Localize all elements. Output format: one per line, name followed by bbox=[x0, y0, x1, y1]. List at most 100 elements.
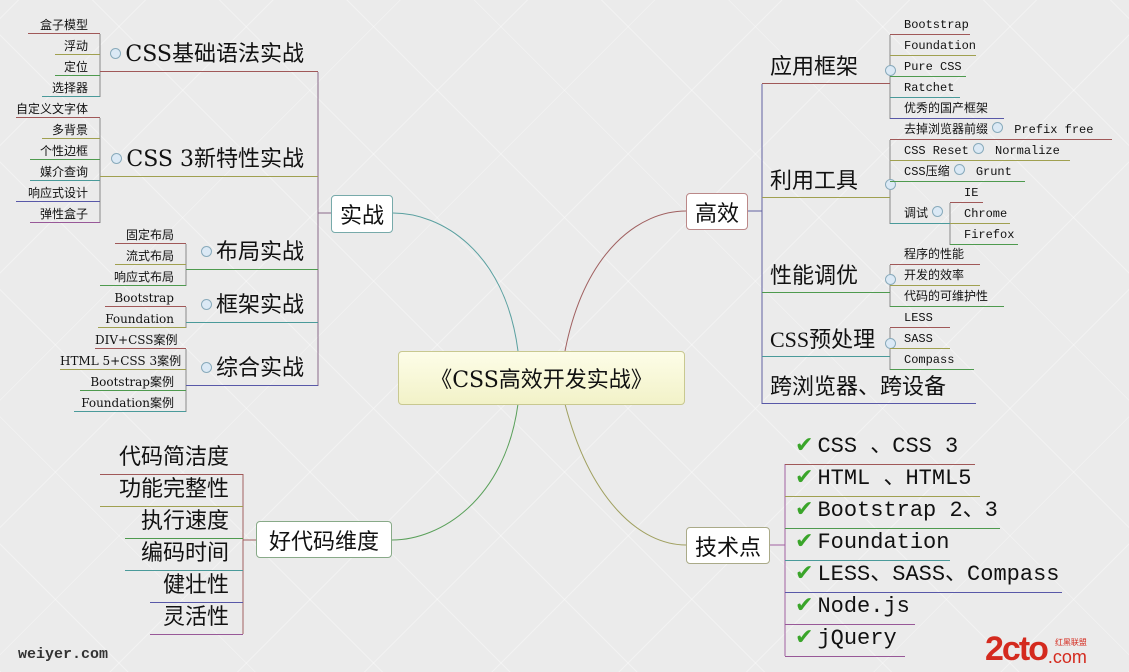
leaf[interactable]: HTML 5+CSS 3案例 bbox=[60, 355, 186, 370]
topic-label: 技术点 bbox=[694, 535, 761, 561]
leaf[interactable]: 流式布局 bbox=[115, 250, 186, 265]
leaf[interactable]: 优秀的国产框架 bbox=[890, 103, 1004, 119]
leaf[interactable]: 灵活性 bbox=[150, 607, 243, 635]
central-topic[interactable]: 《CSS高效开发实战》 bbox=[398, 351, 685, 405]
leaf[interactable]: 开发的效率 bbox=[890, 270, 980, 286]
logo-2cto: 2cto 红黑联盟 .com bbox=[985, 632, 1087, 666]
leaf[interactable]: ✔Node.js bbox=[785, 595, 915, 625]
collapse-icon[interactable] bbox=[953, 164, 965, 176]
collapse-icon[interactable] bbox=[992, 122, 1004, 134]
logo-suffix: .com bbox=[1047, 647, 1087, 667]
leaf[interactable]: Ratchet bbox=[890, 82, 960, 98]
topic-good-code[interactable]: 好代码维度 bbox=[256, 521, 392, 558]
leaf[interactable]: Bootstrap bbox=[890, 19, 970, 35]
topic-gaoxiao[interactable]: 高效 bbox=[686, 193, 748, 230]
leaf[interactable]: 固定布局 bbox=[115, 229, 186, 244]
leaf-label: CSS Reset bbox=[904, 144, 969, 158]
subtopic[interactable]: CSS 3新特性实战 bbox=[100, 149, 318, 177]
leaf[interactable]: 去掉浏览器前缀 Prefix free bbox=[890, 122, 1112, 140]
leaf[interactable]: 执行速度 bbox=[125, 511, 243, 539]
checkmark-icon: ✔ bbox=[795, 465, 814, 490]
leaf[interactable]: ✔HTML 、HTML5 bbox=[785, 467, 980, 497]
subtopic-label: 利用工具 bbox=[770, 168, 859, 193]
subtopic[interactable]: 利用工具 bbox=[762, 168, 896, 198]
collapse-icon[interactable] bbox=[885, 179, 896, 190]
collapse-icon[interactable] bbox=[200, 298, 212, 310]
leaf[interactable]: Foundation案例 bbox=[74, 397, 186, 412]
subtopic[interactable]: 应用框架 bbox=[762, 56, 896, 84]
collapse-icon[interactable] bbox=[972, 143, 984, 155]
subtopic[interactable]: CSS基础语法实战 bbox=[100, 44, 318, 72]
leaf[interactable]: ✔Foundation bbox=[785, 531, 950, 561]
subtopic[interactable]: 跨浏览器、跨设备 bbox=[762, 376, 976, 404]
leaf[interactable]: 自定义文字体 bbox=[16, 103, 100, 118]
leaf[interactable]: CSS压缩 Grunt bbox=[890, 164, 1025, 182]
leaf-label: jQuery bbox=[817, 626, 897, 651]
subtopic[interactable]: 综合实战 bbox=[186, 358, 318, 386]
leaf[interactable]: IE bbox=[950, 187, 983, 203]
subtopic[interactable]: 布局实战 bbox=[186, 242, 318, 270]
leaf[interactable]: 程序的性能 bbox=[890, 249, 980, 265]
topic-label: 实战 bbox=[339, 204, 384, 229]
subtopic-label: 布局实战 bbox=[215, 240, 304, 265]
leaf-label: 去掉浏览器前缀 bbox=[904, 123, 989, 137]
checkmark-icon: ✔ bbox=[795, 625, 814, 650]
leaf[interactable]: 定位 bbox=[55, 61, 100, 76]
checkmark-icon: ✔ bbox=[795, 593, 814, 618]
leaf[interactable]: LESS bbox=[890, 312, 950, 328]
leaf[interactable]: Chrome bbox=[950, 208, 1010, 224]
leaf-label: Node.js bbox=[817, 594, 910, 619]
leaf[interactable]: DIV+CSS案例 bbox=[95, 334, 186, 349]
leaf[interactable]: SASS bbox=[890, 333, 950, 349]
leaf[interactable]: 响应式布局 bbox=[100, 271, 186, 286]
leaf[interactable]: 个性边框 bbox=[30, 145, 100, 160]
leaf[interactable]: 选择器 bbox=[42, 82, 100, 97]
leaf[interactable]: Compass bbox=[890, 354, 974, 370]
leaf-child[interactable]: Prefix free bbox=[1014, 123, 1094, 137]
topic-shizhan[interactable]: 实战 bbox=[331, 195, 393, 233]
leaf[interactable]: 编码时间 bbox=[125, 543, 243, 571]
leaf[interactable]: Foundation bbox=[98, 313, 186, 328]
leaf[interactable]: Pure CSS bbox=[890, 61, 966, 77]
collapse-icon[interactable] bbox=[110, 47, 122, 59]
leaf[interactable]: 弹性盒子 bbox=[30, 208, 100, 223]
leaf[interactable]: 健壮性 bbox=[150, 575, 243, 603]
leaf[interactable]: 媒介查询 bbox=[30, 166, 100, 181]
leaf[interactable]: Bootstrap案例 bbox=[80, 376, 186, 391]
leaf-child[interactable]: Grunt bbox=[975, 165, 1012, 179]
subtopic[interactable]: CSS预处理 bbox=[762, 329, 896, 357]
topic-label: 好代码维度 bbox=[268, 529, 379, 555]
leaf[interactable]: ✔jQuery bbox=[785, 627, 905, 657]
subtopic-label: 跨浏览器、跨设备 bbox=[770, 374, 947, 399]
collapse-icon[interactable] bbox=[885, 65, 896, 76]
collapse-icon[interactable] bbox=[885, 274, 896, 285]
topic-tech-points[interactable]: 技术点 bbox=[686, 527, 770, 564]
subtopic-label: CSS基础语法实战 bbox=[125, 42, 304, 67]
leaf[interactable]: 浮动 bbox=[55, 40, 100, 55]
leaf[interactable]: 功能完整性 bbox=[100, 479, 243, 507]
leaf[interactable]: 盒子模型 bbox=[28, 19, 100, 34]
leaf[interactable]: CSS Reset Normalize bbox=[890, 143, 1070, 161]
leaf[interactable]: Firefox bbox=[950, 229, 1018, 245]
leaf[interactable]: Foundation bbox=[890, 40, 976, 56]
leaf[interactable]: 调试 bbox=[890, 206, 950, 224]
leaf-label: 调试 bbox=[904, 207, 929, 221]
leaf[interactable]: 代码简洁度 bbox=[100, 447, 243, 475]
leaf[interactable]: ✔CSS 、CSS 3 bbox=[785, 435, 975, 465]
leaf[interactable]: 响应式设计 bbox=[16, 187, 100, 202]
subtopic[interactable]: 性能调优 bbox=[762, 265, 896, 293]
leaf[interactable]: Bootstrap bbox=[105, 292, 186, 307]
leaf[interactable]: 代码的可维护性 bbox=[890, 291, 1004, 307]
collapse-icon[interactable] bbox=[200, 361, 212, 373]
subtopic[interactable]: 框架实战 bbox=[186, 295, 318, 323]
leaf[interactable]: ✔Bootstrap 2、3 bbox=[785, 499, 1000, 529]
collapse-icon[interactable] bbox=[200, 245, 212, 257]
leaf[interactable]: ✔LESS、SASS、Compass bbox=[785, 563, 1062, 593]
leaf-child[interactable]: Normalize bbox=[995, 144, 1060, 158]
leaf[interactable]: 多背景 bbox=[42, 124, 100, 139]
collapse-icon[interactable] bbox=[111, 152, 123, 164]
checkmark-icon: ✔ bbox=[795, 433, 814, 458]
collapse-icon[interactable] bbox=[932, 206, 944, 218]
watermark-weiyer: weiyer.com bbox=[18, 646, 109, 663]
